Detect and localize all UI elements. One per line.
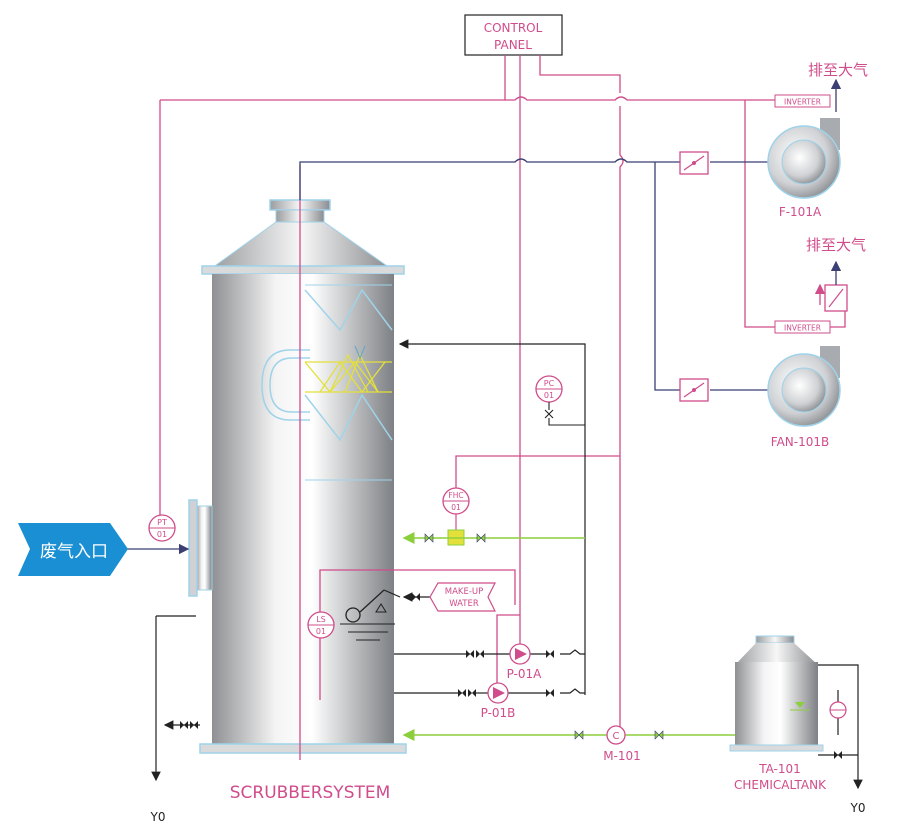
inverter-bottom: INVERTER	[774, 320, 831, 334]
pump-a-label: P-01A	[507, 667, 543, 681]
pump-p01a: P-01A	[507, 643, 543, 681]
instrument-pc01: PC 01	[535, 375, 585, 426]
signal-lines	[159, 55, 846, 760]
control-panel: CONTROL PANEL	[464, 14, 563, 56]
scrubber-tower	[188, 199, 407, 754]
fan-f101a	[767, 118, 841, 199]
drain-left-label: Y0	[150, 810, 166, 824]
inverter-top: INVERTER	[774, 94, 831, 108]
system-title: SCRUBBERSYSTEM	[230, 783, 391, 803]
pump-p01b: P-01B	[481, 682, 516, 720]
makeup-line1: MAKE-UP	[445, 587, 484, 597]
mixer-symbol: C	[613, 731, 620, 742]
damper-top	[679, 151, 709, 175]
damper-exhaust	[814, 260, 848, 312]
tank-line1: TA-101	[758, 762, 801, 776]
fan-top-label: F-101A	[779, 205, 822, 219]
instrument-ls01: LS 01	[307, 611, 335, 639]
drain-right-label: Y0	[850, 801, 866, 815]
instrument-pt01: PT 01	[148, 514, 176, 542]
mixer-label: M-101	[603, 749, 641, 763]
tank-line2: CHEMICALTANK	[734, 778, 827, 792]
inlet-label: 废气入口	[40, 542, 108, 562]
pt-line2: 01	[157, 530, 167, 539]
fan-101b	[767, 346, 841, 427]
pc-line2: 01	[544, 391, 554, 400]
makeup-water-tag: MAKE-UP WATER	[429, 582, 496, 612]
fhc-line1: FHC	[448, 491, 463, 500]
makeup-line2: WATER	[449, 599, 479, 609]
inverter-bottom-label: INVERTER	[784, 324, 821, 333]
ls-line2: 01	[316, 627, 326, 636]
pc-line1: PC	[544, 379, 555, 388]
damper-bottom	[679, 378, 709, 402]
chemical-tank: TA-101 CHEMICALTANK	[729, 635, 847, 792]
ls-line1: LS	[316, 615, 326, 624]
control-panel-line1: CONTROL	[484, 21, 543, 35]
inverter-top-label: INVERTER	[784, 98, 821, 107]
pt-line1: PT	[157, 518, 167, 527]
instrument-fhc01: FHC 01	[442, 487, 470, 546]
exhaust-label-top: 排至大气	[808, 61, 868, 79]
fan-bottom-label: FAN-101B	[771, 435, 829, 449]
valves	[180, 593, 842, 759]
duct-lines	[125, 78, 842, 555]
green-valves	[424, 533, 664, 740]
inlet-arrow: 废气入口	[18, 523, 128, 576]
exhaust-label-bottom: 排至大气	[806, 236, 866, 254]
pump-b-label: P-01B	[481, 706, 516, 720]
mixer-m101: C M-101	[603, 725, 641, 763]
control-panel-line2: PANEL	[494, 38, 532, 52]
fhc-line2: 01	[451, 503, 461, 512]
